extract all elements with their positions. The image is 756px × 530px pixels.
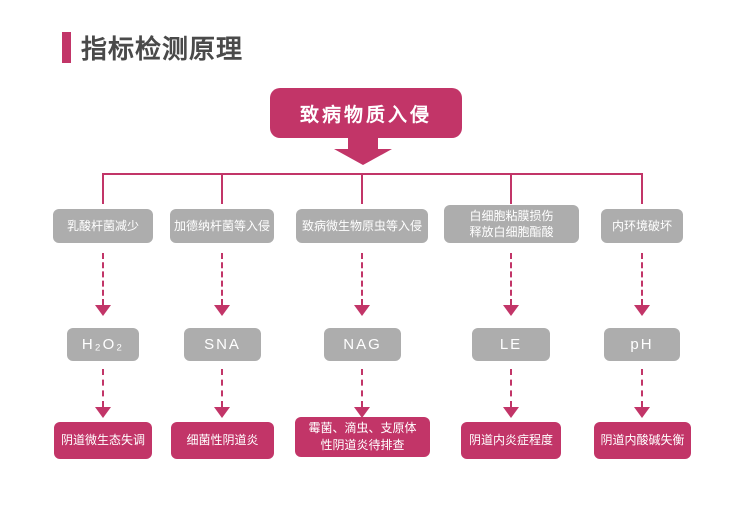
tree-connector-drop-4 [510, 174, 512, 204]
dashed-arrow-icon [510, 253, 512, 305]
cause-box-2: 加德纳杆菌等入侵 [170, 209, 274, 243]
indicator-box-2: SNA [184, 328, 261, 361]
result-box-1: 阴道微生态失调 [54, 422, 152, 459]
tree-connector-drop-3 [361, 174, 363, 204]
dashed-arrow-icon [102, 369, 104, 407]
cause-box-3: 致病微生物原虫等入侵 [296, 209, 428, 243]
indicator-box-1: H₂O₂ [67, 328, 139, 361]
dashed-arrow-head-icon [503, 407, 519, 418]
dashed-arrow-head-icon [354, 407, 370, 418]
dashed-arrow-head-icon [95, 407, 111, 418]
dashed-arrow-head-icon [634, 305, 650, 316]
down-arrow-head-icon [334, 149, 392, 165]
root-box: 致病物质入侵 [270, 88, 462, 138]
page-title: 指标检测原理 [81, 34, 244, 64]
title-accent-bar-icon [62, 32, 71, 63]
down-arrow-icon [348, 137, 378, 150]
dashed-arrow-head-icon [503, 305, 519, 316]
dashed-arrow-head-icon [214, 407, 230, 418]
dashed-arrow-icon [641, 253, 643, 305]
tree-connector-drop-2 [221, 174, 223, 204]
dashed-arrow-icon [361, 369, 363, 407]
result-box-5: 阴道内酸碱失衡 [594, 422, 691, 459]
result-box-2: 细菌性阴道炎 [171, 422, 274, 459]
cause-box-4: 白细胞粘膜损伤 释放白细胞酯酸 [444, 205, 579, 243]
dashed-arrow-head-icon [95, 305, 111, 316]
tree-connector-horizontal [102, 173, 643, 175]
result-box-4: 阴道内炎症程度 [461, 422, 561, 459]
dashed-arrow-icon [510, 369, 512, 407]
indicator-box-3: NAG [324, 328, 401, 361]
dashed-arrow-head-icon [634, 407, 650, 418]
indicator-box-5: pH [604, 328, 680, 361]
result-box-3: 霉菌、滴虫、支原体 性阴道炎待排查 [295, 417, 430, 457]
indicator-box-4: LE [472, 328, 550, 361]
dashed-arrow-icon [221, 253, 223, 305]
cause-box-1: 乳酸杆菌减少 [53, 209, 153, 243]
tree-connector-drop-5 [641, 174, 643, 204]
dashed-arrow-head-icon [354, 305, 370, 316]
dashed-arrow-icon [641, 369, 643, 407]
dashed-arrow-head-icon [214, 305, 230, 316]
cause-box-5: 内环境破坏 [601, 209, 683, 243]
dashed-arrow-icon [102, 253, 104, 305]
dashed-arrow-icon [361, 253, 363, 305]
dashed-arrow-icon [221, 369, 223, 407]
tree-connector-drop-1 [102, 174, 104, 204]
